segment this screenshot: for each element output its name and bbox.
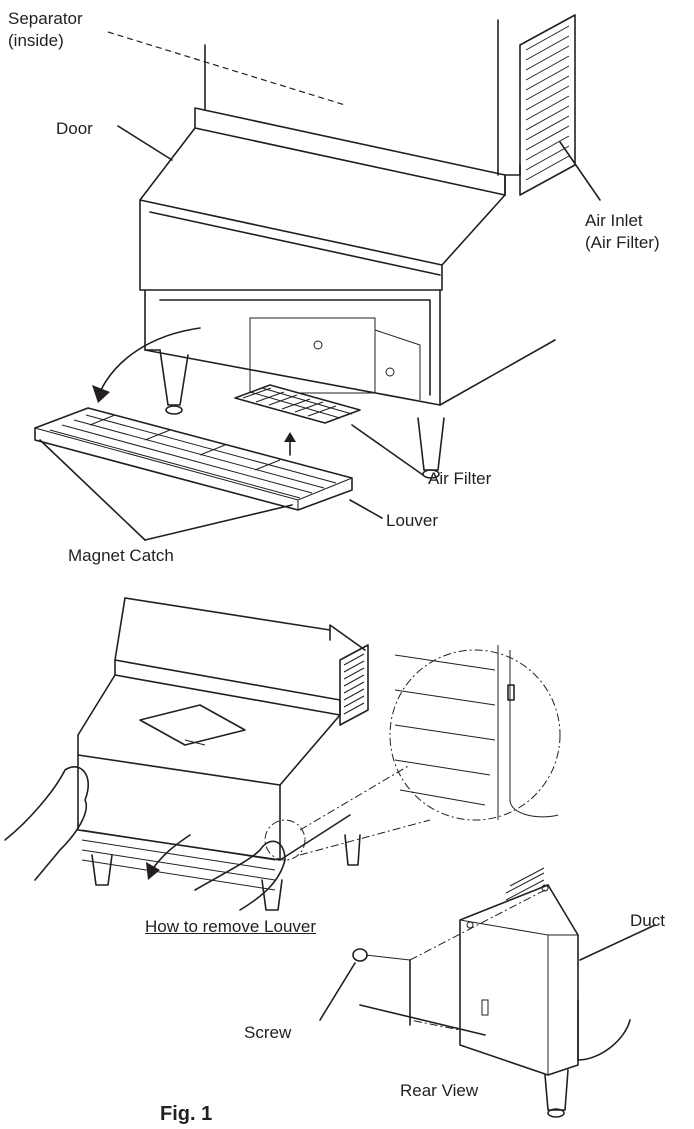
air-inlet-sub-label: (Air Filter) [585, 233, 660, 252]
figure-caption: Fig. 1 [160, 1103, 213, 1125]
air-filter-part [234, 384, 361, 424]
door-label: Door [56, 119, 93, 138]
how-to-remove-louver-label: How to remove Louver [145, 917, 317, 936]
separator-label: Separator [8, 9, 83, 28]
air-filter-label: Air Filter [428, 469, 492, 488]
louver-label: Louver [386, 511, 438, 530]
cabinet-middle-illustration [4, 597, 561, 911]
air-inlet-grille [519, 14, 576, 196]
rear-view-label: Rear View [400, 1081, 479, 1100]
magnet-catch-label: Magnet Catch [68, 546, 174, 565]
screw-label: Screw [244, 1023, 292, 1042]
duct-label: Duct [630, 911, 665, 930]
cabinet-top-illustration [34, 14, 601, 541]
louver-part [34, 407, 353, 511]
air-inlet-label: Air Inlet [585, 211, 643, 230]
rear-view-illustration [319, 867, 656, 1118]
separator-sub-label: (inside) [8, 31, 64, 50]
